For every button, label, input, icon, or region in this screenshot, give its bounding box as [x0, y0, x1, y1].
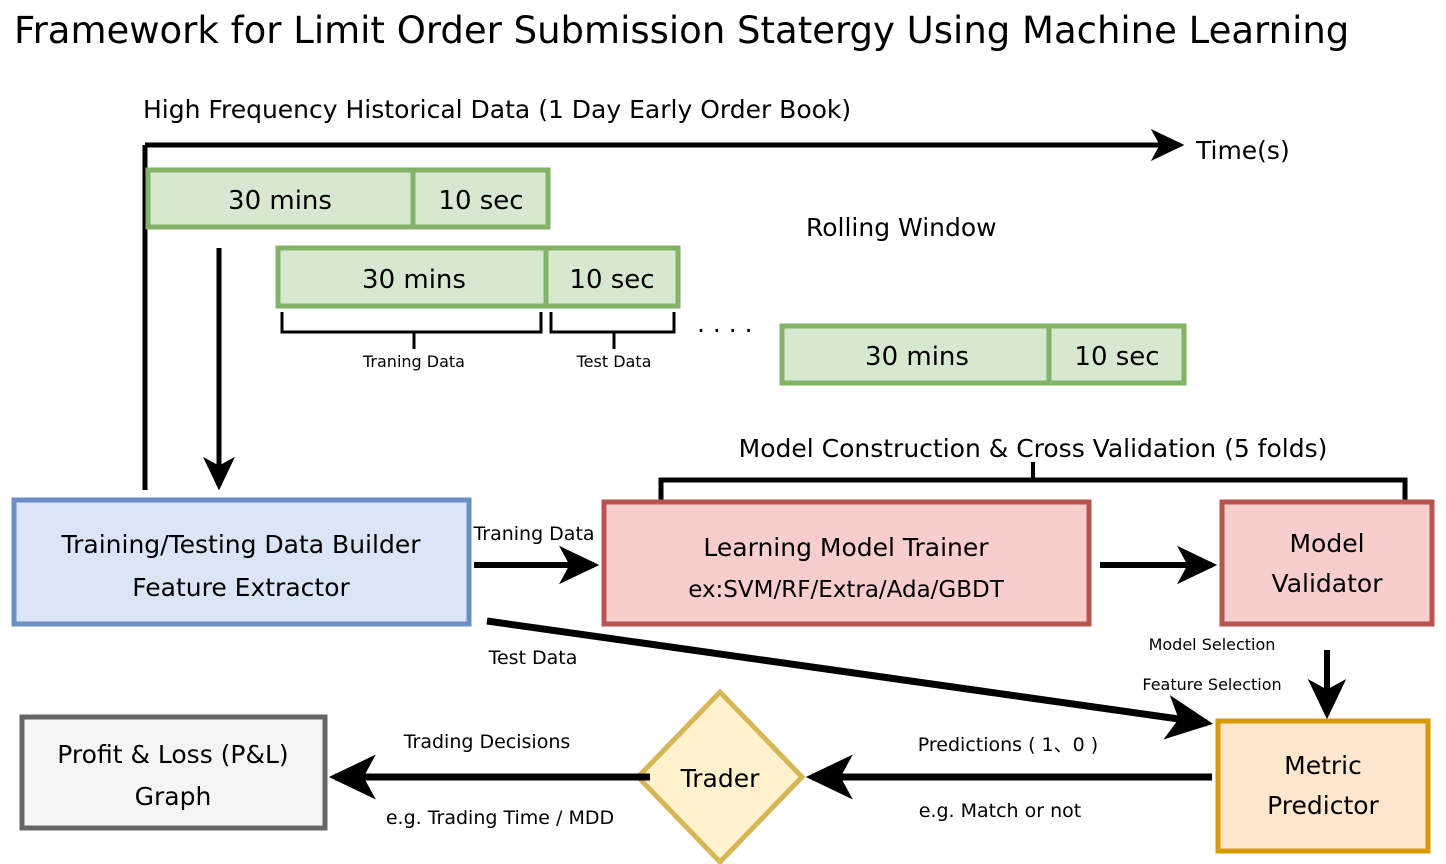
- model-validator-line1: Model: [1289, 529, 1364, 558]
- edge-builder-to-predictor-label: Test Data: [488, 647, 578, 669]
- pnl-graph-box[interactable]: [19, 714, 328, 831]
- metric-predictor-box[interactable]: [1215, 718, 1431, 854]
- edge-validator-to-predictor: Model Selection Feature Selection: [1142, 635, 1347, 720]
- metric-predictor-line1: Metric: [1284, 751, 1362, 780]
- cv-bracket-label: Model Construction & Cross Validation (5…: [739, 434, 1328, 463]
- rolling-window-label: Rolling Window: [806, 213, 997, 242]
- test-data-bracket-label: Test Data: [576, 352, 652, 371]
- edge-trader-to-pnl: Trading Decisions e.g. Trading Time / MD…: [328, 731, 650, 829]
- edge-builder-to-trainer-label: Traning Data: [472, 523, 594, 545]
- model-trainer-box[interactable]: [601, 499, 1092, 627]
- data-builder-box[interactable]: [11, 497, 472, 627]
- window-3-test-cell: [1046, 323, 1187, 386]
- node-data-builder[interactable]: Training/Testing Data Builder Feature Ex…: [11, 497, 472, 627]
- training-data-bracket: Traning Data: [280, 312, 543, 371]
- node-trader[interactable]: Trader: [634, 688, 806, 864]
- model-trainer-line1: Learning Model Trainer: [703, 533, 989, 562]
- edge-predictor-to-trader-label-bottom: e.g. Match or not: [919, 800, 1081, 822]
- training-data-bracket-label: Traning Data: [362, 352, 465, 371]
- page-title: Framework for Limit Order Submission Sta…: [14, 9, 1349, 52]
- window-2-train-cell: [275, 245, 549, 309]
- rolling-ellipsis: . . . .: [697, 309, 753, 338]
- node-model-validator[interactable]: Model Validator: [1219, 499, 1435, 627]
- window-2-train-label: 30 mins: [362, 265, 466, 295]
- trader-label: Trader: [680, 764, 760, 793]
- window-1-test-cell: [410, 167, 551, 230]
- edge-trader-to-pnl-label-top: Trading Decisions: [403, 731, 571, 753]
- window-1-train-cell: [145, 167, 416, 230]
- edge-builder-to-trainer: Traning Data: [472, 523, 600, 585]
- data-builder-line2: Feature Extractor: [132, 573, 350, 602]
- data-source-label: High Frequency Historical Data (1 Day Ea…: [143, 95, 851, 124]
- edge-validator-label-2: Feature Selection: [1142, 675, 1281, 694]
- edge-trader-to-pnl-label-bottom: e.g. Trading Time / MDD: [386, 807, 614, 829]
- edge-predictor-to-trader: Predictions ( 1、0 ) e.g. Match or not: [805, 734, 1212, 822]
- pnl-graph-line1: Profit & Loss (P&L): [57, 740, 288, 769]
- window-3-train-label: 30 mins: [865, 342, 969, 372]
- time-axis-label: Time(s): [1195, 136, 1290, 165]
- cross-validation-bracket: Model Construction & Cross Validation (5…: [658, 434, 1408, 502]
- rolling-window-3: 30 mins 10 sec: [779, 323, 1187, 386]
- node-model-trainer[interactable]: Learning Model Trainer ex:SVM/RF/Extra/A…: [601, 499, 1092, 627]
- rolling-window-2: 30 mins 10 sec: [275, 245, 681, 309]
- edge-builder-to-predictor: Test Data: [486, 617, 1214, 740]
- node-pnl-graph[interactable]: Profit & Loss (P&L) Graph: [19, 714, 328, 831]
- rolling-window-1: 30 mins 10 sec: [145, 167, 551, 230]
- data-builder-line1: Training/Testing Data Builder: [61, 530, 422, 559]
- edge-validator-label-1: Model Selection: [1149, 635, 1276, 654]
- trader-diamond[interactable]: [634, 688, 806, 864]
- model-trainer-line2: ex:SVM/RF/Extra/Ada/GBDT: [688, 577, 1005, 603]
- window-1-train-label: 30 mins: [228, 186, 332, 216]
- window-3-train-cell: [779, 323, 1052, 386]
- model-validator-box[interactable]: [1219, 499, 1435, 627]
- model-validator-line2: Validator: [1272, 569, 1384, 598]
- window-1-test-label: 10 sec: [438, 186, 523, 216]
- edge-predictor-to-trader-label-top: Predictions ( 1、0 ): [918, 734, 1098, 756]
- test-data-bracket: Test Data: [549, 312, 676, 371]
- window-2-test-cell: [543, 245, 681, 309]
- pnl-graph-line2: Graph: [135, 782, 212, 811]
- node-metric-predictor[interactable]: Metric Predictor: [1215, 718, 1431, 854]
- metric-predictor-line2: Predictor: [1267, 791, 1379, 820]
- window-3-test-label: 10 sec: [1074, 342, 1159, 372]
- window-2-test-label: 10 sec: [569, 265, 654, 295]
